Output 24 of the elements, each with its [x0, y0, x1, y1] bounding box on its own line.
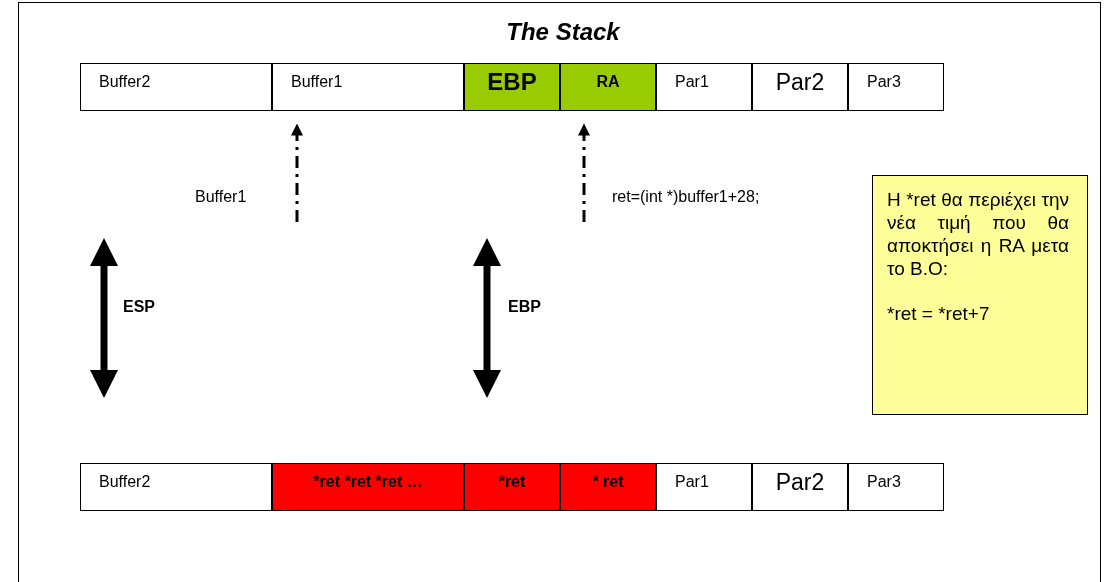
register-label: ESP [123, 298, 155, 316]
stack-cell: Buffer1 [272, 63, 464, 111]
dashed-arrow [578, 123, 590, 222]
stack-cell: Buffer2 [80, 63, 272, 111]
highlighted-stack-cell: *ret [464, 463, 560, 511]
stack-cell: Par2 [752, 63, 848, 111]
diagram-title: The Stack [505, 18, 621, 46]
highlighted-stack-cell: RA [560, 63, 656, 111]
stack-cell: Par1 [656, 63, 752, 111]
stack-cell: Buffer2 [80, 463, 272, 511]
stack-cell: Par2 [752, 463, 848, 511]
highlighted-stack-cell: *ret *ret *ret … [272, 463, 464, 511]
register-label: EBP [508, 298, 541, 316]
highlighted-stack-cell: EBP [464, 63, 560, 111]
stack-cell: Par3 [848, 63, 944, 111]
note-text: Η *ret θα περιέχει την νέα τιμή που θα αποκτήσει η RA μετα το Β.Ο: [887, 188, 1069, 280]
note-text: *ret = *ret+7 [887, 302, 991, 325]
pointer-label: Buffer1 [195, 188, 247, 206]
stack-cell: Par1 [656, 463, 752, 511]
code-text: ret=(int *)buffer1+28; [612, 188, 760, 206]
note-box [872, 175, 1088, 415]
dashed-arrow [291, 123, 303, 222]
stack-cell: Par3 [848, 463, 944, 511]
highlighted-stack-cell: * ret [560, 463, 656, 511]
